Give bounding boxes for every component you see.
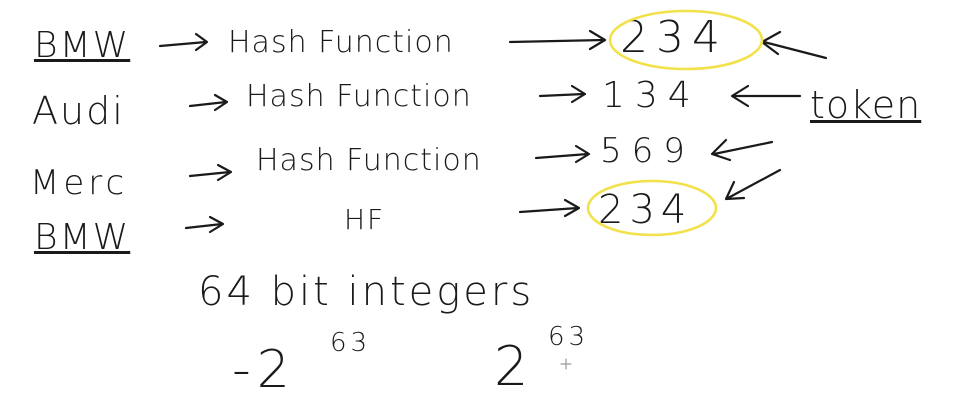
range-max-exp: 63: [548, 322, 590, 352]
arrow-hash-to-value-1: [508, 29, 607, 51]
arrow-hf-to-value: [518, 198, 581, 218]
hash-function-label-1: Hash Function: [228, 25, 454, 60]
hash-function-label-2: Hash Function: [246, 79, 472, 114]
hash-value-4: 234: [598, 187, 693, 233]
token-arrow-3: [710, 138, 774, 162]
integers-label: 64 bit integers: [198, 269, 535, 315]
cursor-mark: [560, 358, 572, 370]
range-min-exp: 63: [330, 328, 372, 358]
arrow-audi-to-hash: [188, 93, 229, 112]
arrow-hash-to-value-2: [538, 84, 587, 104]
hf-label: HF: [344, 203, 386, 236]
hash-value-2: 134: [602, 75, 701, 116]
arrow-merc-to-hash: [188, 163, 233, 182]
hash-value-3: 569: [600, 131, 695, 171]
input-merc: Merc: [30, 163, 129, 203]
input-bmw-1: BMW: [34, 25, 131, 66]
token-arrow-2: [730, 84, 802, 108]
highlight-circle-1: [608, 9, 764, 71]
range-max-base: 2: [494, 335, 529, 398]
hash-function-label-3: Hash Function: [256, 143, 482, 178]
arrow-bmw-to-hash-1: [158, 32, 209, 52]
arrow-hash-to-value-3: [534, 144, 591, 164]
hash-value-1: 234: [620, 12, 728, 63]
token-label: token: [810, 83, 922, 127]
highlight-circle-2: [586, 179, 718, 237]
range-min-base: -2: [232, 340, 296, 400]
token-arrow-1: [760, 30, 828, 60]
input-audi: Audi: [32, 89, 125, 133]
arrow-bmw-to-hf: [184, 215, 225, 234]
input-bmw-2: BMW: [34, 217, 131, 258]
token-arrow-4: [724, 168, 782, 201]
